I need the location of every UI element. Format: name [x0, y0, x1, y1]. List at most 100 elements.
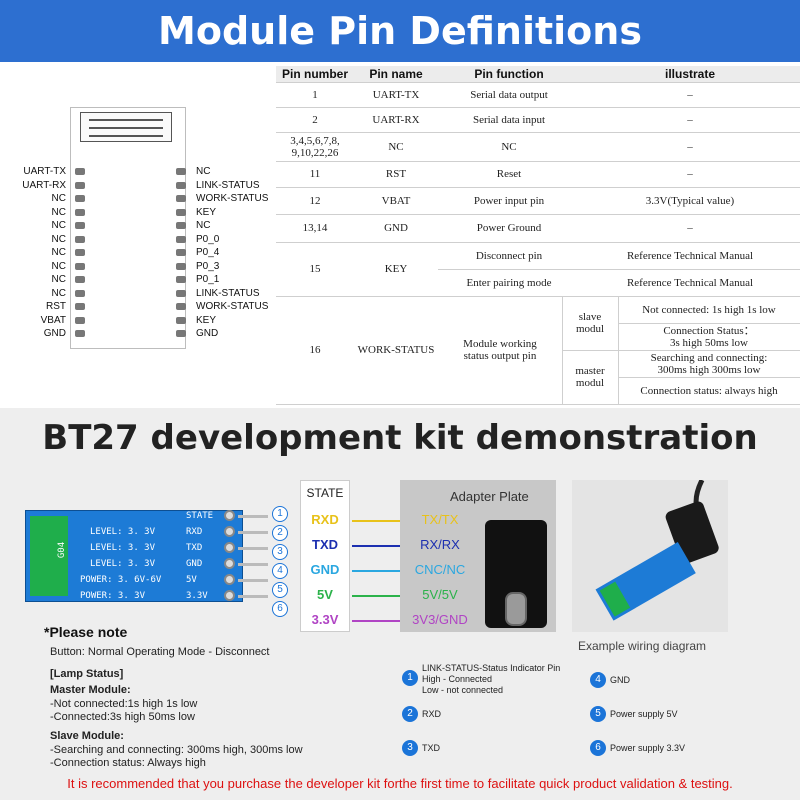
table-cell: NC — [388, 140, 404, 153]
table-cell: – — [687, 88, 693, 101]
table-cell: VBAT — [381, 194, 411, 207]
work-pin-name: WORK-STATUS — [357, 344, 435, 356]
kit-title: BT27 development kit demonstration — [42, 418, 758, 458]
note-slave: Slave Module: — [50, 730, 124, 742]
board-pin-label: GND — [186, 559, 203, 569]
pin-number-badge: 3 — [272, 544, 288, 560]
note-master: Master Module: — [50, 684, 131, 696]
antenna-area — [80, 112, 172, 142]
module-pin-label-left: NC — [51, 287, 66, 299]
board-pin-label: 3.3V — [186, 591, 208, 601]
pin-pad — [75, 195, 85, 202]
signal-wire — [352, 595, 412, 597]
module-pin-label-right: KEY — [196, 206, 217, 218]
table-cell: UART-RX — [372, 113, 420, 126]
pin-pad — [176, 276, 186, 283]
key-func-2: Enter pairing mode — [466, 276, 552, 289]
table-cell: GND — [384, 222, 408, 234]
signal-label: GND — [310, 562, 340, 577]
board-hole — [224, 526, 235, 537]
board-pin-label: RXD — [186, 527, 203, 537]
signal-label: TXD — [312, 537, 338, 552]
pin-pad — [75, 181, 85, 189]
module-pin-label-left: RST — [46, 301, 66, 312]
pin-pad — [75, 262, 85, 270]
module-pin-label-left: UART-RX — [22, 179, 66, 191]
board-hole — [224, 590, 235, 601]
module-pin-label-left: GND — [43, 328, 66, 339]
legend-number: 6 — [590, 740, 606, 756]
signal-box — [300, 480, 350, 632]
table-cell: 11 — [309, 168, 321, 180]
module-pin-label-right: P0_3 — [196, 260, 220, 272]
pin-pad — [176, 289, 186, 297]
table-cell: Reset — [496, 168, 522, 180]
pin-pad — [75, 208, 85, 216]
pin-pad — [75, 276, 85, 283]
board-hole — [224, 574, 235, 585]
master-label: master modul — [575, 365, 605, 389]
table-cell: – — [687, 140, 693, 153]
module-pin-label-right: GND — [196, 328, 219, 339]
board-pin-label: 5V — [186, 575, 197, 585]
pin-pad — [176, 330, 186, 337]
signal-label: 3.3V — [311, 612, 339, 627]
module-pin-label-right: P0_1 — [196, 274, 220, 285]
legend-text: Power supply 5V — [610, 709, 678, 719]
pin-pad — [176, 168, 186, 175]
note-button: Button: Normal Operating Mode - Disconne… — [50, 646, 270, 658]
pin-pad — [176, 222, 186, 229]
table-cell: 13,14 — [302, 222, 328, 234]
module-outline — [70, 107, 186, 349]
key-pin-number: 15 — [309, 263, 321, 275]
table-cell: 3,4,5,6,7,8, 9,10,22,26 — [290, 134, 340, 159]
legend-text: GND — [610, 675, 630, 685]
th-pin-number: Pin number — [276, 66, 354, 82]
legend-text: LINK-STATUS-Status Indicator Pin High - … — [422, 663, 561, 695]
adapter-pin-label: 5V/5V — [422, 587, 458, 602]
signal-label: RXD — [311, 512, 339, 527]
module-pin-label-right: NC — [196, 166, 211, 177]
table-cell: Power input pin — [473, 194, 545, 207]
adapter-pin-label: CNC/NC — [414, 562, 466, 577]
pin-pad — [75, 168, 85, 175]
board-pin-label: TXD — [186, 543, 203, 553]
table-cell: 2 — [312, 113, 318, 126]
header-pin — [238, 595, 268, 598]
board-hole — [224, 510, 235, 521]
slave-label: slave modul — [575, 311, 605, 335]
header-pin — [238, 531, 268, 534]
table-cell: 3.3V(Typical value) — [645, 194, 735, 207]
pin-pad — [176, 316, 186, 324]
work-pin-func: Module working status output pin — [463, 338, 537, 362]
module-pin-label-right: LINK-STATUS — [196, 287, 260, 299]
note-master-2: -Connected:3s high 50ms low — [50, 711, 195, 723]
legend-number: 2 — [402, 706, 418, 722]
master-status-1: Searching and connecting: 300ms high 300… — [650, 351, 768, 376]
signal-wire — [352, 520, 412, 522]
module-pin-label-left: VBAT — [40, 314, 66, 326]
adapter-pin-label: RX/RX — [420, 537, 460, 552]
module-pin-label-left: NC — [51, 206, 66, 218]
state-header: STATE — [306, 486, 344, 500]
pin-pad — [75, 289, 85, 297]
table-cell: Serial data input — [472, 113, 546, 126]
table-cell: Serial data output — [470, 88, 548, 101]
module-pin-label-left: NC — [51, 233, 66, 245]
legend-number: 3 — [402, 740, 418, 756]
pin-pad — [176, 249, 186, 256]
example-caption: Example wiring diagram — [578, 639, 707, 653]
legend-text: Power supply 3.3V — [610, 743, 686, 753]
table-cell: 12 — [309, 194, 321, 207]
table-cell: – — [687, 113, 693, 126]
signal-wire — [352, 570, 412, 572]
pin-pad — [176, 208, 186, 216]
module-pin-label-left: NC — [51, 193, 66, 204]
legend-text: TXD — [422, 743, 440, 753]
table-cell: RST — [385, 168, 407, 180]
pin-pad — [75, 316, 85, 324]
note-slave-2: -Connection status: Always high — [50, 757, 206, 769]
header-pin — [238, 563, 268, 566]
note-slave-1: -Searching and connecting: 300ms high, 3… — [50, 744, 303, 756]
pin-table: Pin number Pin name Pin function illustr… — [276, 62, 800, 408]
